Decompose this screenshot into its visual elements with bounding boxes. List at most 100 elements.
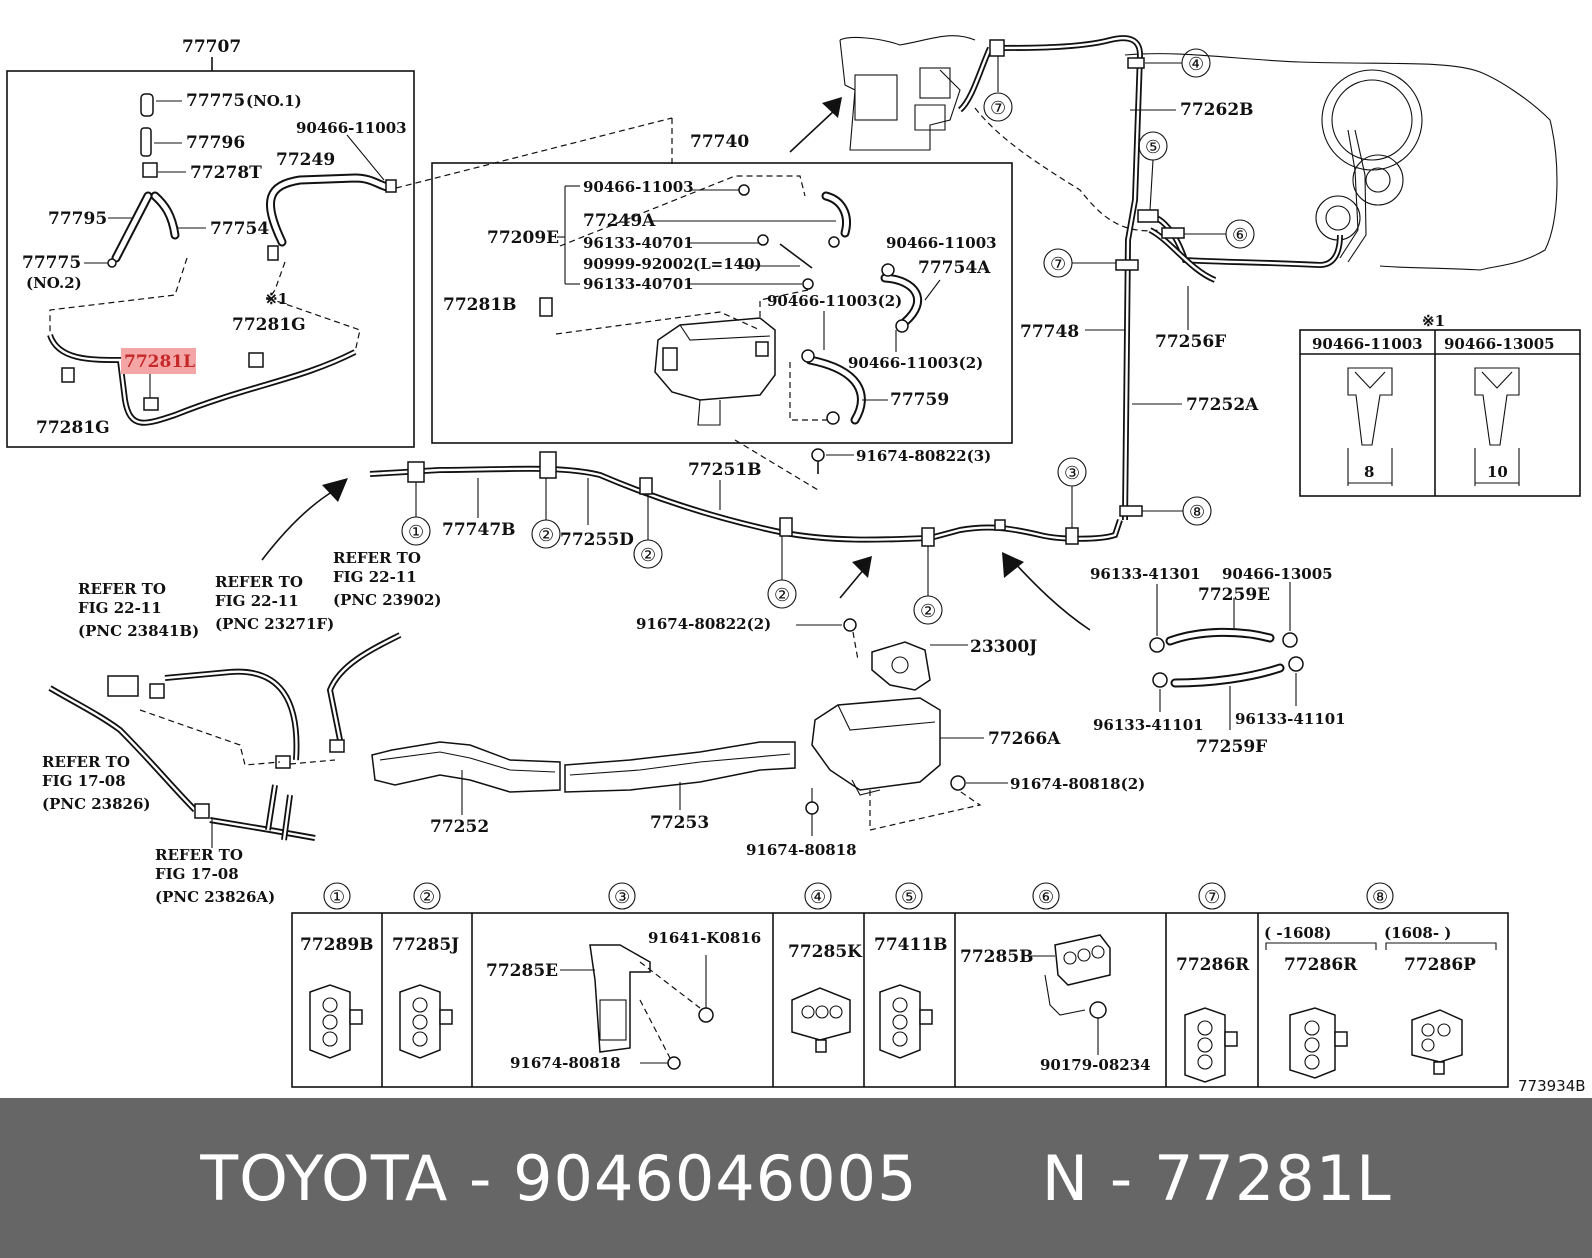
fig-17-08-a[interactable]: FIG 17-08 (42, 772, 126, 790)
label-90466-11003-d[interactable]: 90466-11003(2) (767, 292, 902, 310)
refer-to-2: REFER TO (215, 573, 303, 591)
label-77707[interactable]: 77707 (182, 37, 241, 57)
clamp-77289B[interactable]: 77289B (300, 935, 374, 955)
clamp-77286R-a[interactable]: 77286R (1176, 955, 1250, 975)
pnc-23902[interactable]: (PNC 23902) (333, 591, 442, 609)
callout-2-b: ② (640, 545, 656, 566)
label-91674-80818[interactable]: 91674-80818 (746, 841, 857, 859)
label-77253[interactable]: 77253 (650, 813, 709, 833)
clamp-90179-08234[interactable]: 90179-08234 (1040, 1056, 1151, 1074)
label-77748[interactable]: 77748 (1020, 322, 1079, 342)
clamp-drawing-4 (791, 987, 851, 1053)
fig-22-11-c[interactable]: FIG 22-11 (333, 568, 417, 586)
fig-22-11-b[interactable]: FIG 22-11 (215, 592, 299, 610)
clamp-77286P[interactable]: 77286P (1404, 955, 1476, 975)
label-no1: (NO.1) (246, 92, 302, 110)
label-77281L-highlighted[interactable]: 77281L (124, 352, 195, 372)
label-77759[interactable]: 77759 (890, 390, 949, 410)
label-90999-92002[interactable]: 90999-92002 (583, 255, 694, 273)
clamp-range-b: (1608- ) (1384, 924, 1451, 942)
note-table-col1[interactable]: 90466-11003 (1312, 335, 1423, 353)
clamp-col-5: ⑤ (901, 887, 917, 908)
fig-22-11-a[interactable]: FIG 22-11 (78, 599, 162, 617)
label-77252[interactable]: 77252 (430, 817, 489, 837)
label-90466-11003-c[interactable]: 90466-11003 (886, 234, 997, 252)
clamp-col-8: ⑧ (1372, 887, 1388, 908)
fig-17-08-b[interactable]: FIG 17-08 (155, 865, 239, 883)
label-90466-11003-b[interactable]: 90466-11003 (583, 178, 694, 196)
callout-5: ⑤ (1145, 137, 1161, 158)
refer-to-4: REFER TO (42, 753, 130, 771)
label-96133-40701-b[interactable]: 96133-40701 (583, 275, 694, 293)
clamp-77286R-b[interactable]: 77286R (1284, 955, 1358, 975)
note-table-col2[interactable]: 90466-13005 (1444, 335, 1555, 353)
label-77249[interactable]: 77249 (276, 150, 335, 170)
label-77209E[interactable]: 77209E (487, 228, 559, 248)
label-77754A[interactable]: 77754A (918, 258, 991, 278)
clamp-col-7: ⑦ (1204, 887, 1220, 908)
callout-7-mid: ⑦ (1050, 254, 1066, 275)
assembly-77740: 77740 (431, 132, 1013, 444)
label-77259F[interactable]: 77259F (1196, 737, 1267, 757)
label-77259E[interactable]: 77259E (1198, 585, 1270, 605)
label-90466-13005[interactable]: 90466-13005 (1222, 565, 1333, 583)
label-77747B[interactable]: 77747B (442, 520, 516, 540)
label-96133-40701-a[interactable]: 96133-40701 (583, 234, 694, 252)
pnc-23826A[interactable]: (PNC 23826A) (155, 888, 275, 906)
label-77278T[interactable]: 77278T (190, 163, 262, 183)
footer-bar: TOYOTA - 9046046005 N - 77281L (0, 1098, 1592, 1258)
clamp-col-4: ④ (810, 887, 826, 908)
clamp-drawing-8b (1385, 942, 1497, 1075)
label-77775-no1[interactable]: 77775 (186, 91, 245, 111)
callout-2-c: ② (774, 585, 790, 606)
label-77262B[interactable]: 77262B (1180, 100, 1254, 120)
clamp-91674-80818[interactable]: 91674-80818 (510, 1054, 621, 1072)
clamp-77285K[interactable]: 77285K (788, 942, 863, 962)
label-77249A[interactable]: 77249A (583, 211, 656, 231)
label-77775-no2[interactable]: 77775 (22, 253, 81, 273)
clamp-drawing-3 (560, 944, 714, 1070)
clamp-77411B[interactable]: 77411B (874, 935, 948, 955)
label-77266A[interactable]: 77266A (988, 729, 1061, 749)
clamp-table: ① ② ③ ④ ⑤ ⑥ ⑦ ⑧ (291, 882, 1586, 1095)
note-table-dim1: 8 (1364, 463, 1374, 481)
clamp-col-1: ① (329, 887, 345, 908)
label-77256F[interactable]: 77256F (1155, 332, 1226, 352)
callout-1: ① (408, 522, 424, 543)
label-91674-80822-2[interactable]: 91674-80822(2) (636, 615, 771, 633)
label-77281B[interactable]: 77281B (443, 295, 517, 315)
refer-to-3: REFER TO (333, 549, 421, 567)
label-77255D[interactable]: 77255D (560, 530, 634, 550)
label-no2: (NO.2) (26, 274, 82, 292)
clamp-77285B[interactable]: 77285B (960, 947, 1034, 967)
label-96133-41101-a[interactable]: 96133-41101 (1093, 716, 1204, 734)
pnc-23826[interactable]: (PNC 23826) (42, 795, 151, 813)
clamp-77285E[interactable]: 77285E (486, 961, 558, 981)
label-96133-41101-b[interactable]: 96133-41101 (1235, 710, 1346, 728)
label-90466-11003-e[interactable]: 90466-11003(2) (848, 354, 983, 372)
label-23300J[interactable]: 23300J (970, 637, 1037, 657)
label-91674-80822-3[interactable]: 91674-80822(3) (856, 447, 991, 465)
label-96133-41301[interactable]: 96133-41301 (1090, 565, 1201, 583)
label-77796[interactable]: 77796 (186, 133, 245, 153)
label-77252A[interactable]: 77252A (1186, 395, 1259, 415)
note-table-dim2: 10 (1487, 463, 1508, 481)
callout-7-top: ⑦ (990, 98, 1006, 119)
hose-set-77259: 96133-41301 90466-13005 77259E 96133-411… (1090, 565, 1346, 757)
pnc-23841B[interactable]: (PNC 23841B) (78, 622, 199, 640)
callout-6: ⑥ (1232, 225, 1248, 246)
clamp-77285J[interactable]: 77285J (392, 935, 459, 955)
label-77795[interactable]: 77795 (48, 209, 107, 229)
label-77251B[interactable]: 77251B (688, 460, 762, 480)
label-77740[interactable]: 77740 (690, 132, 749, 152)
label-77281G-a[interactable]: 77281G (232, 315, 306, 335)
label-91674-80818-2[interactable]: 91674-80818(2) (1010, 775, 1145, 793)
label-77281G-b[interactable]: 77281G (36, 418, 110, 438)
clamp-91641-K0816[interactable]: 91641-K0816 (648, 929, 761, 947)
label-77754[interactable]: 77754 (210, 219, 269, 239)
assembly-77707: 77707 77775 (NO.1) 77796 (6, 37, 415, 448)
callout-4: ④ (1188, 54, 1204, 75)
pnc-23271F[interactable]: (PNC 23271F) (215, 615, 334, 633)
label-90466-11003-a[interactable]: 90466-11003 (296, 119, 407, 137)
callout-2-d: ② (920, 601, 936, 622)
